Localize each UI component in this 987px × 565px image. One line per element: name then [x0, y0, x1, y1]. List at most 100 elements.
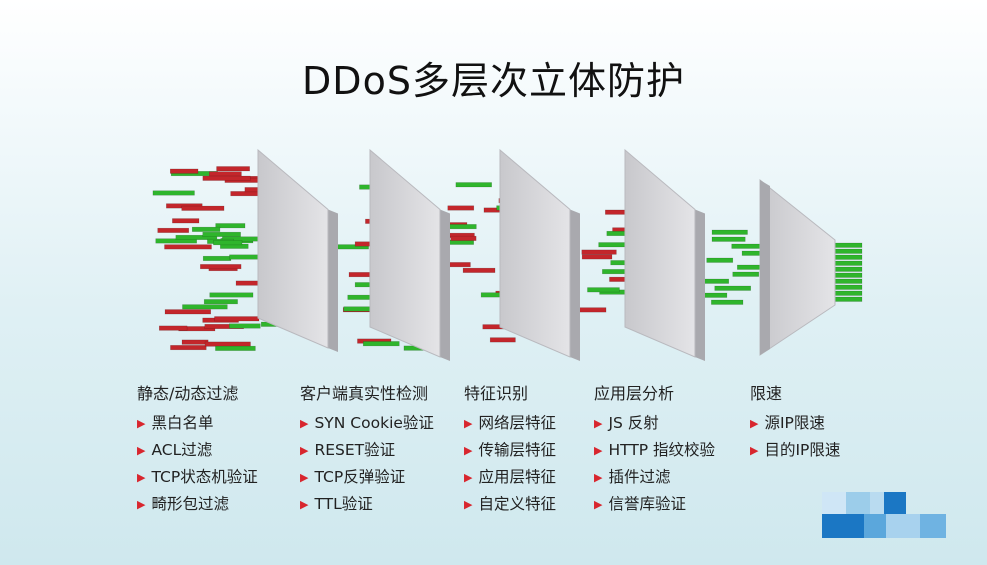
traffic-bar — [159, 325, 188, 331]
traffic-bar — [214, 316, 260, 322]
triangle-right-icon: ▶ — [300, 444, 309, 457]
traffic-bar — [833, 272, 863, 278]
layer-3-item: ▶自定义特征 — [464, 491, 634, 518]
layer-4-item: ▶JS 反射 — [594, 410, 764, 437]
layer-1-item: ▶畸形包过滤 — [137, 491, 307, 518]
layer-3-heading: 特征识别 — [464, 384, 529, 403]
triangle-right-icon: ▶ — [750, 444, 759, 457]
traffic-bar — [216, 166, 250, 172]
wall-face — [499, 148, 571, 358]
traffic-bar — [700, 278, 729, 284]
triangle-right-icon: ▶ — [594, 417, 603, 430]
triangle-right-icon: ▶ — [137, 498, 146, 511]
traffic-bar — [833, 242, 863, 248]
layer-2-item: ▶TTL验证 — [300, 491, 470, 518]
layer-4-heading: 应用层分析 — [594, 384, 675, 403]
traffic-bar — [157, 227, 190, 233]
diagram-title: DDoS多层次立体防护 — [302, 59, 685, 103]
traffic-bar — [833, 266, 863, 272]
wall-side — [328, 209, 338, 352]
triangle-right-icon: ▶ — [137, 417, 146, 430]
traffic-bar — [587, 287, 620, 293]
layer-1-item: ▶TCP状态机验证 — [137, 464, 307, 491]
traffic-bar — [200, 264, 242, 270]
traffic-bar — [181, 205, 225, 211]
triangle-right-icon: ▶ — [594, 444, 603, 457]
traffic-bar — [833, 296, 863, 302]
traffic-bar — [833, 260, 863, 266]
layer-2-heading: 客户端真实性检测 — [300, 384, 429, 403]
traffic-bar — [202, 175, 251, 181]
triangle-right-icon: ▶ — [137, 471, 146, 484]
traffic-bar — [172, 218, 200, 224]
triangle-right-icon: ▶ — [464, 498, 473, 511]
layer-5-heading: 限速 — [750, 384, 783, 403]
triangle-right-icon: ▶ — [300, 471, 309, 484]
traffic-bar — [450, 235, 477, 241]
layer-2-item: ▶TCP反弹验证 — [300, 464, 470, 491]
traffic-bar — [602, 269, 628, 275]
wall-face — [369, 148, 441, 358]
wall-side — [440, 209, 450, 361]
layer-2-item: ▶RESET验证 — [300, 437, 470, 464]
traffic-bar — [228, 323, 261, 329]
traffic-bar — [833, 254, 863, 260]
layer-1-heading: 静态/动态过滤 — [137, 384, 239, 403]
traffic-bar — [209, 292, 254, 298]
traffic-bar — [204, 341, 251, 347]
traffic-bar — [714, 285, 751, 291]
layer-4-item: ▶插件过滤 — [594, 464, 764, 491]
traffic-bar — [581, 254, 613, 260]
traffic-bar — [152, 190, 195, 196]
traffic-bar — [164, 309, 211, 315]
traffic-bar — [169, 168, 199, 174]
traffic-bar — [445, 224, 477, 230]
traffic-bar — [215, 223, 246, 229]
traffic-bar — [181, 339, 209, 345]
triangle-right-icon: ▶ — [594, 471, 603, 484]
layer-3-item: ▶网络层特征 — [464, 410, 634, 437]
triangle-right-icon: ▶ — [750, 417, 759, 430]
filter-walls — [257, 148, 836, 361]
layer-5-column: 限速 ▶源IP限速 ▶目的IP限速 — [750, 380, 900, 464]
traffic-bar — [164, 244, 212, 250]
traffic-bar — [731, 243, 762, 249]
triangle-right-icon: ▶ — [137, 444, 146, 457]
traffic-bar — [711, 236, 746, 242]
wall-side — [570, 209, 580, 361]
traffic-bar — [833, 290, 863, 296]
funnel-side — [760, 180, 770, 355]
triangle-right-icon: ▶ — [464, 444, 473, 457]
layer-4-item: ▶信誉库验证 — [594, 491, 764, 518]
layer-2-item: ▶SYN Cookie验证 — [300, 410, 470, 437]
traffic-bar — [833, 278, 863, 284]
traffic-bar — [202, 231, 241, 237]
layer-4-column: 应用层分析 ▶JS 反射 ▶HTTP 指纹校验 ▶插件过滤 ▶信誉库验证 — [594, 380, 764, 518]
traffic-bar — [711, 229, 748, 235]
traffic-bar — [215, 345, 256, 351]
traffic-bar — [170, 345, 207, 351]
layer-1-column: 静态/动态过滤 ▶黑白名单 ▶ACL过滤 ▶TCP状态机验证 ▶畸形包过滤 — [137, 380, 307, 518]
traffic-bar — [362, 341, 400, 347]
traffic-bar — [833, 248, 863, 254]
decorative-mosaic — [822, 492, 952, 542]
layer-1-item: ▶黑白名单 — [137, 410, 307, 437]
layer-3-column: 特征识别 ▶网络层特征 ▶传输层特征 ▶应用层特征 ▶自定义特征 — [464, 380, 634, 518]
traffic-bar — [202, 255, 232, 261]
traffic-bar — [581, 249, 617, 255]
traffic-bar — [833, 284, 863, 290]
wall-side — [695, 209, 705, 361]
traffic-bar — [191, 226, 221, 232]
traffic-bar — [209, 171, 242, 177]
triangle-right-icon: ▶ — [464, 417, 473, 430]
traffic-bar — [213, 240, 243, 246]
traffic-bar — [182, 304, 228, 310]
layer-4-item: ▶HTTP 指纹校验 — [594, 437, 764, 464]
layer-5-item: ▶目的IP限速 — [750, 437, 900, 464]
triangle-right-icon: ▶ — [594, 498, 603, 511]
layer-3-item: ▶应用层特征 — [464, 464, 634, 491]
layer-1-item: ▶ACL过滤 — [137, 437, 307, 464]
triangle-right-icon: ▶ — [300, 417, 309, 430]
traffic-bar — [203, 299, 238, 305]
